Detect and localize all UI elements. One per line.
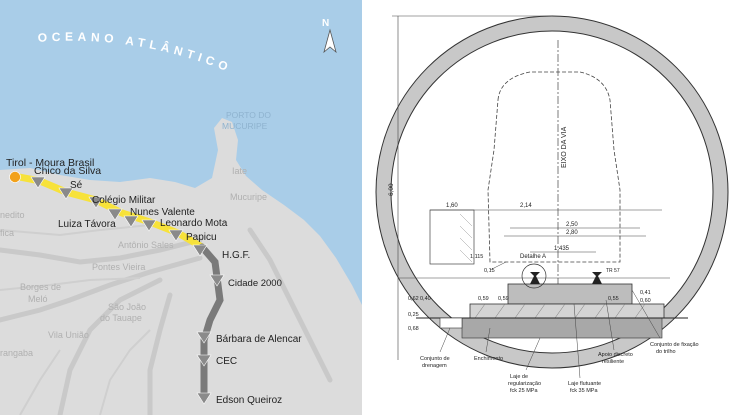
station-luiza-label: Luiza Távora xyxy=(58,219,116,230)
annotations: Conjunto de drenagem Enchimento Laje de … xyxy=(420,342,699,394)
note-reg-slab-3: fck 25 MPa xyxy=(510,388,538,394)
port-label-line1: PORTO DO xyxy=(226,110,271,120)
note-reg-slab-2: regularização xyxy=(508,381,541,387)
regularization-slab xyxy=(469,303,665,319)
note-fill: Enchimento xyxy=(474,356,503,362)
note-fixing-2: do trilho xyxy=(656,349,676,355)
note-reg-slab-1: Laje de xyxy=(510,374,528,380)
district-vila-uniao: Vila União xyxy=(48,330,89,340)
note-float-slab-2: fck 35 MPa xyxy=(570,388,598,394)
detail-a-circle xyxy=(521,263,547,289)
dim-040-label: 0,40 xyxy=(420,296,431,302)
map-roads-thin xyxy=(0,224,151,415)
district-sjt-1: São João xyxy=(108,302,146,312)
map-roads xyxy=(0,227,333,415)
station-tirol-label: Tirol - Moura Brasil xyxy=(6,157,94,169)
district-rangaba: rangaba xyxy=(0,348,33,358)
station-cidade-marker[interactable] xyxy=(209,274,225,287)
station-se-label: Sé xyxy=(70,180,83,191)
district-iate: Iate xyxy=(232,166,247,176)
dim-059a-label: 0,59 xyxy=(478,296,489,302)
track-axis-label: EIXO DA VIA xyxy=(561,126,568,168)
station-tirol-marker[interactable] xyxy=(9,171,21,183)
metro-line-map: N OCEANO ATLÂNTICO PORTO DO MUCURIPE Iat… xyxy=(0,0,362,415)
invert-fill xyxy=(461,317,663,339)
station-cec-label: CEC xyxy=(216,356,237,367)
station-chico-marker[interactable] xyxy=(30,176,46,189)
rails xyxy=(530,272,602,284)
tunnel-inner-ring xyxy=(390,30,714,354)
detail-a-label: Detalhe A xyxy=(520,254,546,260)
rail-left xyxy=(530,272,540,284)
dim-068-label: 0,68 xyxy=(408,326,419,332)
dim-214-label: 2,14 xyxy=(520,203,532,209)
north-arrow-icon: N xyxy=(322,18,337,54)
district-fica: fica xyxy=(0,228,14,238)
dim-025-label: 0,25 xyxy=(408,312,419,318)
station-papicu-label: Papicu xyxy=(186,232,217,243)
dim-041-label: 0,41 xyxy=(640,290,651,296)
station-se-marker[interactable] xyxy=(58,187,74,200)
port-label-line2: MUCURIPE xyxy=(222,121,268,131)
dim-055-label: 0,55 xyxy=(608,296,619,302)
station-barbara-label: Bárbara de Alencar xyxy=(216,334,302,345)
district-antonio-sales: Antônio Sales xyxy=(118,240,174,250)
dim-280-label: 2,80 xyxy=(566,230,578,236)
rail-type-label: TR 57 xyxy=(606,268,620,274)
district-sjt-2: do Tauape xyxy=(100,313,142,323)
note-support-1: Apoio discreto xyxy=(598,352,633,358)
station-leonardo-label: Leonardo Mota xyxy=(160,218,228,229)
station-cidade-label: Cidade 2000 xyxy=(228,278,282,289)
district-borges-2: Meló xyxy=(28,294,48,304)
station-markers xyxy=(9,171,225,405)
district-mucuripe: Mucuripe xyxy=(230,192,267,202)
station-luiza-marker[interactable] xyxy=(88,196,104,209)
note-drainage-1: Conjunto de xyxy=(420,356,450,362)
station-edson-marker[interactable] xyxy=(196,392,212,405)
drainage-channel xyxy=(439,317,463,329)
tunnel-cross-section: EIXO DA VIA 6,00 1,60 2,14 2,50 2,80 1.4… xyxy=(370,0,750,415)
slab-hatch xyxy=(474,303,646,319)
rail-right xyxy=(592,272,602,284)
note-float-slab-1: Laje flutuante xyxy=(568,381,601,387)
walkway-block xyxy=(429,209,475,265)
station-colegio-marker[interactable] xyxy=(107,208,123,221)
station-edson-label: Edson Queiroz xyxy=(216,395,282,406)
slope-mark xyxy=(489,261,507,271)
north-label: N xyxy=(322,18,329,29)
dim-height-label: 6,00 xyxy=(388,183,395,196)
district-pontes-vieira: Pontes Vieira xyxy=(92,262,145,272)
district-borges-1: Borges de xyxy=(20,282,61,292)
station-papicu-marker[interactable] xyxy=(168,229,184,242)
metro-line-dark xyxy=(198,243,224,402)
dim-1115-label: 1,115 xyxy=(470,254,483,260)
note-fixing-1: Conjunto de fixação xyxy=(650,342,699,348)
station-cec-marker[interactable] xyxy=(196,354,212,367)
dim-250-label: 2,50 xyxy=(566,222,578,228)
map-land xyxy=(0,118,362,415)
dim-059b-label: 0,59 xyxy=(498,296,509,302)
walkway-hatch xyxy=(459,213,473,263)
station-chico-label: Chico da Silva xyxy=(34,165,101,177)
station-labels: Tirol - Moura Brasil Chico da Silva Sé C… xyxy=(6,157,302,406)
dim-060-label: 0,60 xyxy=(640,298,651,304)
station-nunes-marker[interactable] xyxy=(123,215,139,228)
station-hgf-marker[interactable] xyxy=(192,244,208,257)
station-hgf-label: H.G.F. xyxy=(222,250,250,261)
train-envelope xyxy=(487,71,621,263)
note-support-2: resiliente xyxy=(602,359,624,365)
leader-lines xyxy=(439,289,661,379)
note-drainage-2: drenagem xyxy=(422,363,447,369)
station-barbara-marker[interactable] xyxy=(196,331,212,344)
district-nedito: nedito xyxy=(0,210,25,220)
station-leonardo-marker[interactable] xyxy=(141,219,157,232)
district-labels: Iate Mucuripe Antônio Sales Pontes Vieir… xyxy=(0,166,267,358)
station-nunes-label: Nunes Valente xyxy=(130,207,195,218)
dim-062-label: 0,62 xyxy=(408,296,419,302)
dim-015-label: 0,15 xyxy=(484,268,495,274)
dim-1435-label: 1.435 xyxy=(554,246,570,252)
dim-160-label: 1,60 xyxy=(446,203,458,209)
station-colegio-label: Colégio Militar xyxy=(92,195,156,206)
